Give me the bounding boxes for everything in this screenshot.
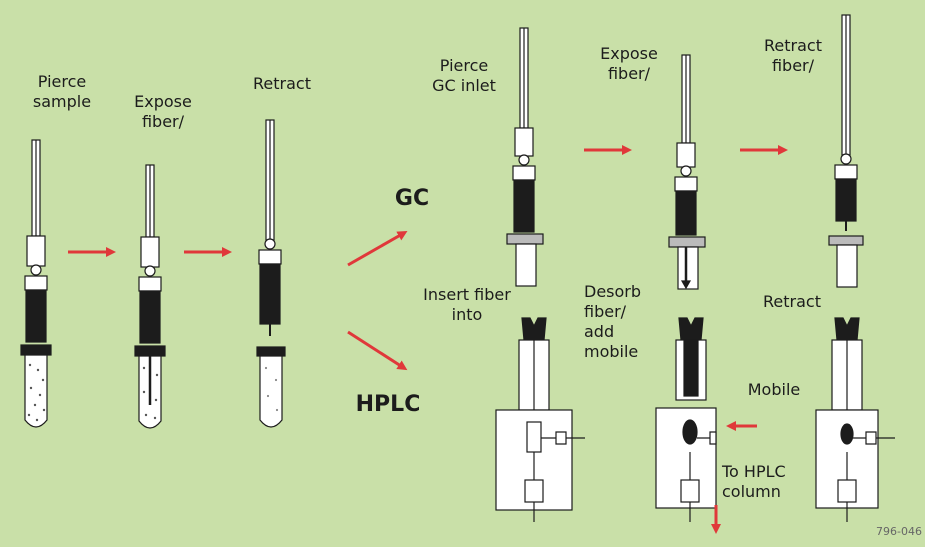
label-retract-sample: Retract bbox=[253, 74, 311, 93]
label-gc: GC bbox=[394, 186, 430, 211]
label-hplc: HPLC bbox=[355, 392, 421, 417]
label-mobile: Mobile bbox=[747, 380, 801, 399]
syringe-pierce-gc bbox=[506, 27, 544, 287]
syringe-expose-fiber-sample bbox=[134, 164, 166, 429]
process-arrows bbox=[68, 145, 788, 534]
arrow-to-gc bbox=[347, 231, 408, 267]
arrow-to-hplc bbox=[347, 330, 408, 371]
label-retract-hplc: Retract bbox=[763, 292, 821, 311]
syringe-retract-fiber-gc bbox=[828, 14, 864, 288]
figure-code: 796-046 bbox=[876, 525, 922, 538]
syringe-expose-fiber-gc bbox=[668, 54, 706, 290]
hplc-interface-retract bbox=[815, 317, 895, 522]
syringe-pierce-sample bbox=[20, 139, 52, 428]
hplc-interface-insert bbox=[495, 317, 585, 522]
syringe-retract-sample bbox=[256, 119, 286, 428]
hplc-interface-desorb bbox=[655, 317, 717, 522]
